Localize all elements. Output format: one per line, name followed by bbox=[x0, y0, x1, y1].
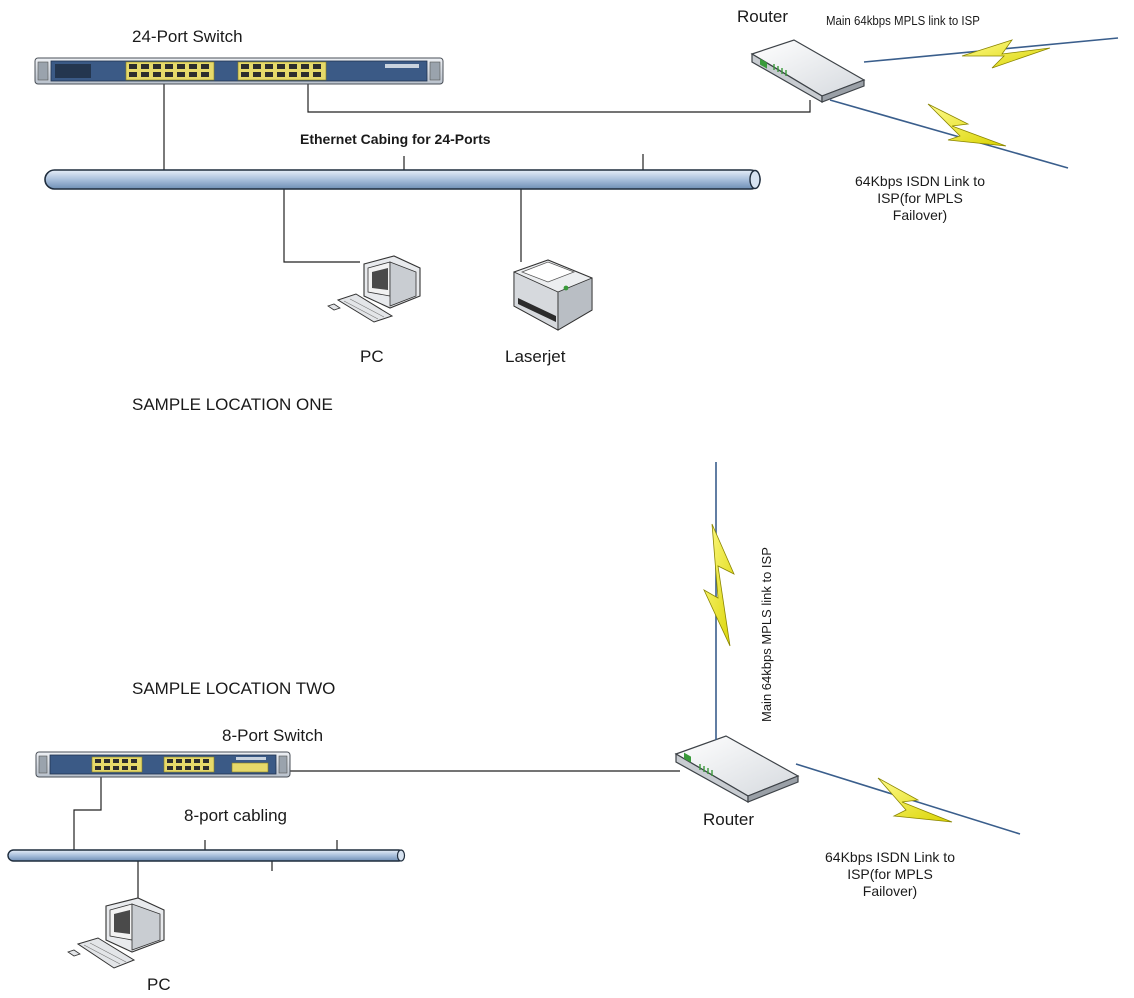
isdn-link-one-line: ISP(for MPLS bbox=[877, 190, 963, 206]
isdn-link-two-line: Failover) bbox=[862, 883, 918, 899]
cabling-8-port-label: 8-port cabling bbox=[184, 806, 288, 825]
isdn-link-one-line: 64Kbps ISDN Link to bbox=[855, 173, 985, 189]
isdn-link-two-line: ISP(for MPLS bbox=[847, 866, 933, 882]
ethernet-bus-cable-icon bbox=[44, 169, 761, 190]
location-two-heading: SAMPLE LOCATION TWO bbox=[132, 679, 336, 698]
printer-label: Laserjet bbox=[505, 347, 566, 366]
switch-8-port-label: 8-Port Switch bbox=[222, 726, 324, 745]
isdn-link-two-label: 64Kbps ISDN Link to ISP(for MPLS Failove… bbox=[800, 849, 980, 900]
lightning-bolt-icon bbox=[877, 777, 953, 823]
router-two-label: Router bbox=[703, 810, 755, 829]
desktop-pc-icon bbox=[67, 897, 165, 969]
mpls-link-two bbox=[703, 462, 735, 740]
isdn-link-one-label: 64Kbps ISDN Link to ISP(for MPLS Failove… bbox=[830, 173, 1010, 224]
mpls-link-two-label: Main 64kbps MPLS link to ISP bbox=[759, 547, 774, 722]
isdn-link-one bbox=[829, 99, 1069, 169]
mpls-link-one-label: Main 64kbps MPLS link to ISP bbox=[826, 13, 980, 28]
location-two bbox=[7, 462, 1021, 969]
lan-connections-one bbox=[163, 80, 811, 263]
switch-8-port-icon bbox=[35, 751, 291, 778]
switch-24-port-label: 24-Port Switch bbox=[132, 27, 243, 46]
desktop-pc-icon bbox=[327, 255, 421, 323]
bus-to-pc-line bbox=[283, 188, 360, 263]
isdn-link-two bbox=[795, 763, 1021, 835]
lightning-bolt-icon bbox=[703, 523, 735, 647]
switch-24-port-icon bbox=[34, 57, 444, 85]
location-one-heading: SAMPLE LOCATION ONE bbox=[132, 395, 333, 414]
ethernet-bus-cable-icon bbox=[7, 849, 406, 862]
router-one-label: Router bbox=[737, 7, 789, 26]
location-one bbox=[34, 37, 1119, 331]
pc-two-label: PC bbox=[147, 975, 171, 994]
isdn-link-two-line: 64Kbps ISDN Link to bbox=[825, 849, 955, 865]
lan-connections-two bbox=[73, 770, 680, 900]
ethernet-cabling-label: Ethernet Cabing for 24-Ports bbox=[300, 131, 491, 147]
lightning-bolt-icon bbox=[927, 103, 1007, 147]
laser-printer-icon bbox=[513, 259, 593, 331]
switch-to-router-line bbox=[307, 80, 811, 113]
isdn-link-one-line: Failover) bbox=[892, 207, 948, 223]
lightning-bolt-icon bbox=[961, 39, 1051, 69]
router-icon bbox=[674, 735, 800, 804]
pc-one-label: PC bbox=[360, 347, 384, 366]
switch-to-bus-line bbox=[73, 775, 102, 851]
router-icon bbox=[750, 39, 866, 104]
mpls-link-one bbox=[863, 37, 1119, 69]
